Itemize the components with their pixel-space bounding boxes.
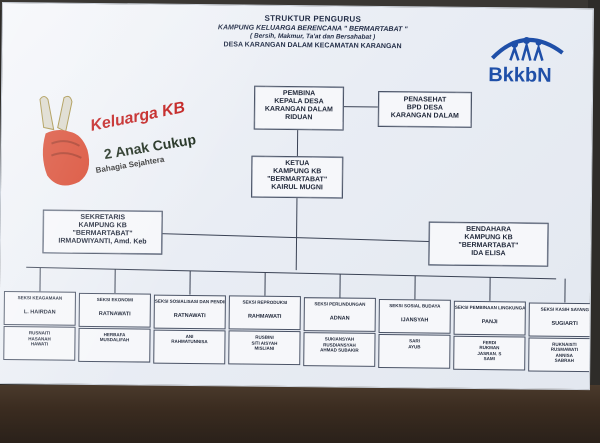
seksi-member: AHMAD SUBAKIR <box>320 347 359 353</box>
line-sekretaris-bendahara <box>160 233 429 242</box>
pembina-box: PEMBINA KEPALA DESA KARANGAN DALAM RIDUA… <box>253 85 345 131</box>
penasehat-box: PENASEHAT BPD DESA KARANGAN DALAM <box>377 90 473 128</box>
bendahara-line: IDA ELISA <box>471 249 506 258</box>
wall-bottom <box>0 385 600 443</box>
seksi-coordinator: ADNAN <box>329 315 350 322</box>
bkkbn-logo-text: BkkbN <box>488 64 552 87</box>
seksi-member: RAHMATUNNISA <box>171 338 208 345</box>
bendahara-box: BENDAHARA KAMPUNG KB "BERMARTABAT" IDA E… <box>428 221 549 267</box>
family-figures-icon <box>490 36 564 62</box>
sekretaris-line: IRMADWIYANTI, Amd. Keb <box>58 237 147 246</box>
seksi-coordinator: RATNAWATI <box>98 310 131 318</box>
org-chart-banner: STRUKTUR PENGURUS KAMPUNG KELUARGA BEREN… <box>0 2 594 391</box>
connector-lines <box>26 96 566 303</box>
seksi-head-box: SEKSI SOSIALISASI DAN PENDIDIKAN RATNAWAT… <box>153 294 226 329</box>
seksi-member: SABRAH <box>554 357 574 364</box>
seksi-member: SAMI <box>483 356 495 362</box>
seksi-title: SEKSI PERLINDUNGAN <box>314 301 366 308</box>
line-seksi-bar <box>26 266 557 280</box>
ketua-line: KAIRUL MUGNI <box>271 183 323 192</box>
sekretaris-box: SEKRETARIS KAMPUNG KB "BERMARTABAT" IRMA… <box>42 209 163 255</box>
seksi-head-box: SEKSI PERLINDUNGAN ADNAN <box>303 297 376 333</box>
seksi-member: MISLIANI <box>254 346 275 352</box>
seksi-coordinator: SUGIARTI <box>551 320 578 327</box>
seksi-coordinator: IJANSYAH <box>401 317 429 324</box>
seksi-coordinator: RATNAWATI <box>173 312 206 319</box>
seksi-title: SEKSI PEMBINAAN LINGKUNGAN <box>454 304 525 311</box>
penasehat-line: KARANGAN DALAM <box>390 112 459 120</box>
seksi-head-box: SEKSI SOSIAL BUDAYA IJANSYAH <box>378 298 451 334</box>
seksi-coordinator: L. HAIRDAN <box>23 309 56 316</box>
kb-campaign-logo: Keluarga KB 2 Anak Cukup Bahagia Sejahte… <box>29 93 220 205</box>
title-block: STRUKTUR PENGURUS KAMPUNG KELUARGA BEREN… <box>163 13 463 51</box>
pembina-line: RIDUAN <box>285 113 313 122</box>
seksi-coordinator: PANJI <box>481 318 498 326</box>
seksi-coordinator: RAHMAWATI <box>247 313 282 321</box>
seksi-title: SEKSI SOSIAL BUDAYA <box>389 303 441 309</box>
seksi-title: SEKSI SOSIALISASI DAN PENDIDIKAN <box>154 298 225 305</box>
seksi-member: HAWATI <box>30 341 49 347</box>
two-fingers-hand-icon <box>39 95 90 186</box>
seksi-head-box: SEKSI PEMBINAAN LINGKUNGAN PANJI <box>453 300 526 336</box>
line-ketua-down <box>295 196 298 271</box>
ketua-box: KETUA KAMPUNG KB "BERMARTABAT" KAIRUL MU… <box>250 155 344 199</box>
seksi-member: MUSDALIFAH <box>99 337 130 343</box>
seksi-member: AYUB <box>408 343 421 349</box>
bkkbn-logo: BkkbN <box>484 30 571 91</box>
title-line1: STRUKTUR PENGURUS <box>264 13 362 24</box>
